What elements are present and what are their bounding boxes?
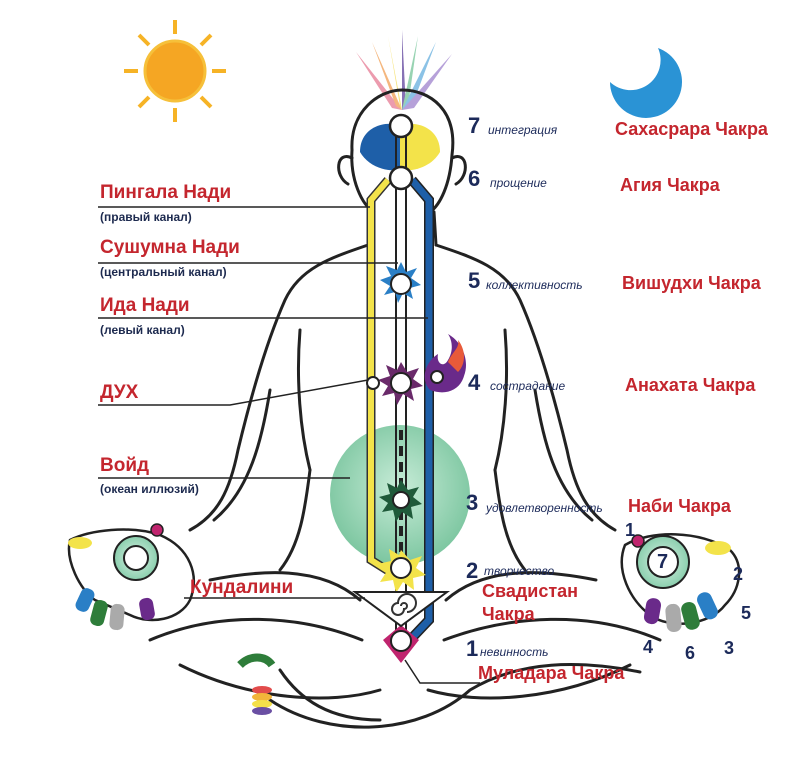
chakra-5-quality: коллективность: [486, 278, 583, 292]
chakra-7-name: Сахасрара Чакра: [615, 119, 768, 139]
chakra-6-name: Агия Чакра: [620, 175, 720, 195]
finger-number-4: 4: [643, 637, 654, 657]
hand-center-number: 7: [657, 551, 669, 573]
spiral-icon: [391, 593, 417, 616]
chakra-2-quality: творчество: [484, 564, 555, 578]
hand-icon-right: [620, 533, 741, 632]
chakra-6-number: 6: [468, 166, 481, 191]
label-void: Войд: [100, 455, 150, 476]
wrist-bracelet: [237, 653, 276, 715]
chakra-5-number: 5: [468, 268, 481, 293]
chakra-2-name-line2: Чакра: [482, 604, 535, 624]
leader-lines: [98, 206, 480, 684]
chakra-7-quality: интеграция: [488, 123, 558, 137]
chakra-3-name: Наби Чакра: [628, 496, 731, 516]
chakra-1-number: 1: [466, 636, 479, 661]
kundalini-triangle: [351, 591, 451, 628]
label-pingala-sub: (правый канал): [100, 210, 192, 224]
chakra-1-quality: невинность: [480, 645, 549, 659]
chakra-2-number: 2: [466, 558, 479, 583]
fire-icon: [424, 334, 467, 393]
chakra-3-quality: удовлетворенность: [486, 501, 603, 515]
finger-number-2: 2: [733, 564, 744, 584]
chakra-4-name: Анахата Чакра: [625, 375, 756, 395]
label-ida-sub: (левый канал): [100, 323, 185, 337]
moon-icon: [610, 48, 682, 118]
label-kundalini: Кундалини: [190, 577, 294, 598]
pingala-head-segment: [400, 123, 440, 171]
chakra-5-name: Вишудхи Чакра: [622, 273, 761, 293]
chakra-6-quality: прощение: [490, 176, 547, 190]
finger-number-1: 1: [625, 520, 636, 540]
body-outline: [148, 88, 662, 729]
label-sushumna: Сушумна Нади: [100, 237, 240, 258]
chakra-1-name: Муладара Чакра: [478, 663, 625, 683]
finger-number-5: 5: [741, 603, 752, 623]
hand-icon: [67, 523, 195, 631]
chakra-4-quality: сострадание: [490, 379, 566, 393]
finger-number-3: 3: [724, 638, 735, 658]
label-pingala: Пингала Нади: [100, 182, 232, 203]
chakra-7-number: 7: [468, 113, 481, 138]
sun-icon: [124, 20, 226, 122]
chakra-nodes: [366, 113, 426, 663]
label-sushumna-sub: (центральный канал): [100, 265, 227, 279]
label-ida: Ида Нади: [100, 295, 190, 316]
ida-head-segment: [360, 123, 400, 171]
chakra-2-name: Свадистан: [482, 581, 579, 601]
finger-number-6: 6: [685, 643, 696, 663]
chakra-4-number: 4: [468, 370, 481, 395]
crown-rays: [356, 30, 452, 110]
label-spirit: ДУХ: [100, 382, 139, 403]
label-void-sub: (океан иллюзий): [100, 482, 199, 496]
chakra-3-number: 3: [466, 490, 479, 515]
